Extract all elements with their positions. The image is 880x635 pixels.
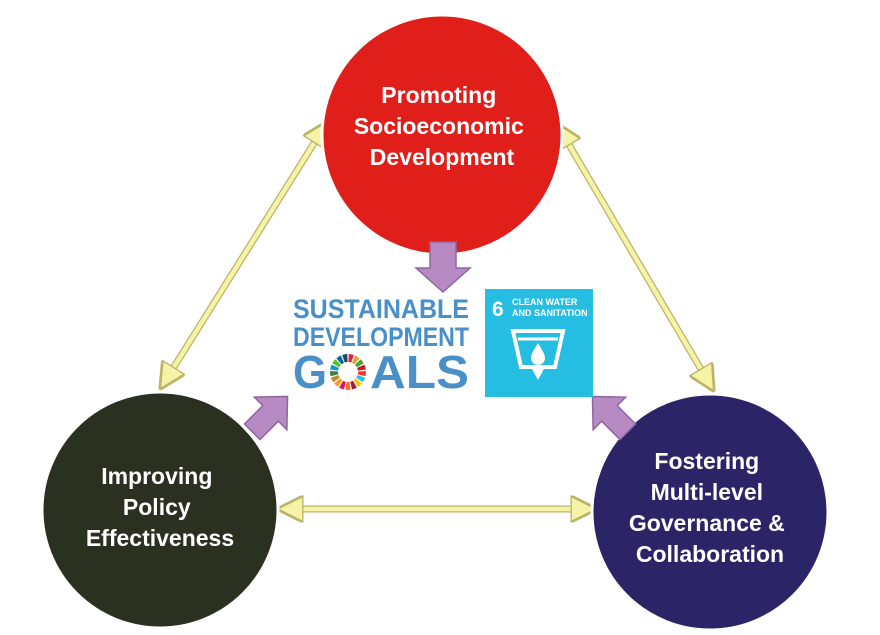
node-label-right: Fostering Multi-level Governance & Colla…	[629, 448, 791, 567]
wheel-segment	[351, 355, 360, 365]
node-label-top-line2: Socioeconomic	[354, 113, 524, 139]
feed-arrow-right	[591, 395, 637, 441]
sdg6-tile: 6 CLEAN WATER AND SANITATION	[485, 289, 593, 397]
node-label-left-line3: Effectiveness	[86, 525, 234, 551]
node-label-left-line1: Improving	[101, 463, 212, 489]
connector-top-left-fill	[162, 124, 326, 386]
wheel-segment	[357, 364, 366, 371]
wheel-segment	[330, 375, 340, 383]
node-circle-left	[40, 390, 280, 630]
wheel-segment	[355, 359, 364, 368]
wheel-segment	[350, 380, 357, 390]
node-label-right-line2: Multi-level	[651, 479, 763, 505]
sdg-logo-goals-g: G	[293, 346, 327, 398]
connector-arrows	[162, 124, 712, 509]
sdg6-tile-line1: CLEAN WATER	[512, 297, 578, 307]
sdg-logo: SUSTAINABLE DEVELOPMENT G ALS	[293, 294, 469, 398]
sdg-color-wheel	[330, 354, 367, 390]
water-glass-icon	[510, 329, 566, 380]
sdg-logo-line1: SUSTAINABLE	[293, 294, 469, 324]
node-label-top-line1: Promoting	[381, 82, 496, 108]
feed-arrows	[243, 241, 637, 441]
wheel-segment	[330, 364, 339, 371]
wheel-segment	[330, 371, 339, 377]
node-label-right-line3: Governance &	[629, 510, 785, 536]
node-label-top-line3: Development	[370, 144, 515, 170]
node-label-right-line1: Fostering	[654, 448, 759, 474]
sdg-logo-goals-rest: ALS	[370, 346, 469, 398]
wheel-segment	[334, 378, 343, 387]
wheel-segment	[357, 371, 367, 377]
sdg6-tile-line2: AND SANITATION	[512, 308, 588, 318]
wheel-segment	[345, 381, 351, 390]
sdg-logo-line2: DEVELOPMENT	[293, 322, 469, 352]
wheel-segment	[342, 354, 348, 363]
wheel-segment	[356, 375, 366, 383]
node-label-left: Improving Policy Effectiveness	[86, 463, 234, 551]
sdg6-tile-background	[485, 289, 593, 397]
wheel-segment	[348, 354, 354, 363]
node-label-left-line2: Policy	[123, 494, 191, 520]
node-label-top: Promoting Socioeconomic Development	[354, 82, 530, 170]
wheel-segment	[353, 378, 362, 387]
sdg6-tile-number: 6	[492, 298, 504, 321]
wheel-segment	[336, 355, 345, 365]
feed-arrow-left	[243, 395, 289, 441]
connector-top-right-fill	[558, 126, 712, 388]
wheel-segment	[332, 359, 341, 368]
wheel-segment	[339, 380, 346, 390]
node-circle-right	[590, 392, 830, 632]
node-label-right-line4: Collaboration	[636, 541, 784, 567]
feed-arrow-top	[414, 241, 472, 294]
